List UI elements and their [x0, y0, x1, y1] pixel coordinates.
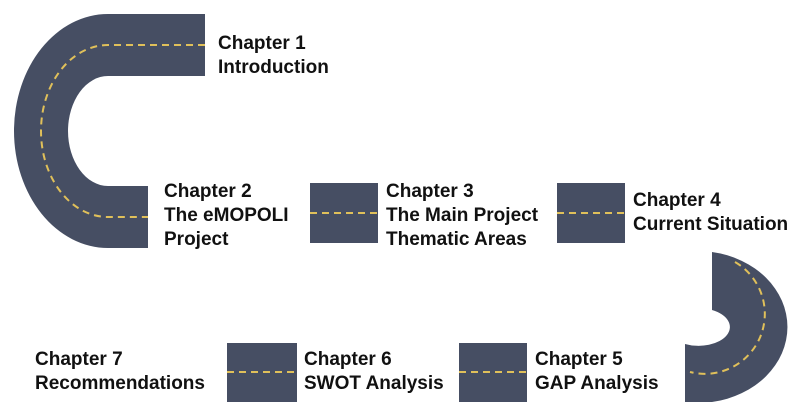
road-curve-right-shape [685, 252, 788, 402]
chapter-4-label: Chapter 4 Current Situation [633, 189, 788, 237]
road-curve-right-centerline [689, 261, 766, 375]
chapter-7-title: Recommendations [35, 373, 205, 394]
road-curve-left-dash [40, 44, 205, 218]
road-segment-6-7 [227, 343, 297, 402]
road-segment-2-3 [310, 183, 378, 243]
chapter-3-title-line-2: Thematic Areas [386, 229, 527, 250]
chapter-2-label: Chapter 2 The eMOPOLI Project [164, 180, 289, 252]
chapter-6-label: Chapter 6 SWOT Analysis [304, 348, 444, 396]
chapter-4-title: Current Situation [633, 214, 789, 235]
chapter-6-number: Chapter 6 [304, 349, 392, 370]
chapter-7-label: Chapter 7 Recommendations [35, 348, 205, 396]
chapter-1-title: Introduction [218, 57, 329, 78]
chapter-1-label: Chapter 1 Introduction [218, 32, 329, 80]
chapter-3-number: Chapter 3 [386, 181, 474, 202]
chapter-3-title-line-1: The Main Project [386, 205, 539, 226]
chapter-5-label: Chapter 5 GAP Analysis [535, 348, 659, 396]
chapter-5-number: Chapter 5 [535, 349, 623, 370]
road-segment-5-6 [459, 343, 527, 402]
chapter-2-title-line-1: The eMOPOLI [164, 205, 289, 226]
chapter-2-number: Chapter 2 [164, 181, 252, 202]
chapter-2-title-line-2: Project [164, 229, 229, 250]
chapter-6-title: SWOT Analysis [304, 373, 444, 394]
chapter-5-title: GAP Analysis [535, 373, 659, 394]
road-curve-left-body [14, 14, 205, 248]
chapter-7-number: Chapter 7 [35, 349, 123, 370]
chapter-4-number: Chapter 4 [633, 190, 721, 211]
chapter-3-label: Chapter 3 The Main Project Thematic Area… [386, 180, 538, 252]
chapter-1-number: Chapter 1 [218, 33, 306, 54]
road-segment-3-4 [557, 183, 625, 243]
